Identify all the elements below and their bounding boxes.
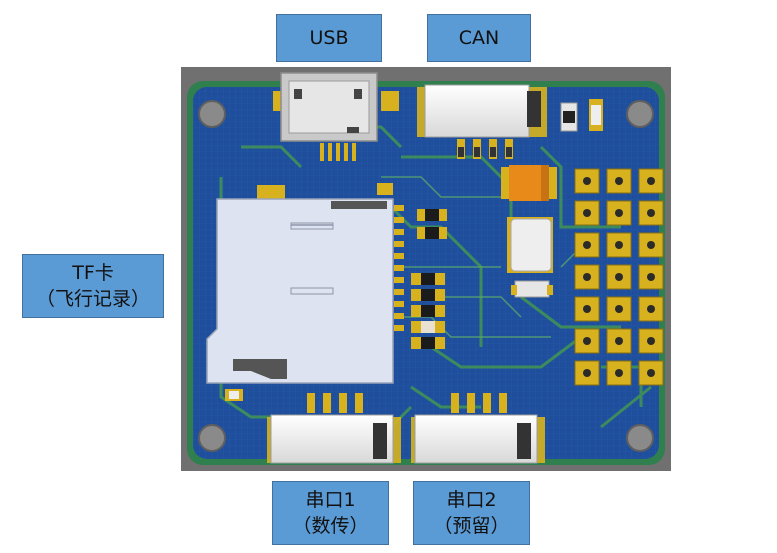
- tf-card-label-line2: （飞行记录）: [36, 286, 150, 312]
- uart1-label-line2: （数传）: [292, 513, 368, 539]
- tf-card-label: TF卡 （飞行记录）: [22, 254, 164, 318]
- usb-label-text: USB: [309, 25, 348, 51]
- uart1-label: 串口1 （数传）: [272, 481, 389, 545]
- uart1-label-line1: 串口1: [305, 487, 355, 513]
- header-pins: [575, 169, 663, 385]
- tf-card-label-line1: TF卡: [72, 260, 114, 286]
- pcb-board: [181, 67, 671, 471]
- crystal-module: [507, 217, 553, 297]
- tantalum-capacitor: [501, 165, 557, 201]
- usb-label: USB: [276, 14, 382, 62]
- uart2-label-line2: （预留）: [433, 513, 509, 539]
- uart2-label: 串口2 （预留）: [413, 481, 530, 545]
- can-label: CAN: [427, 14, 531, 62]
- uart2-label-line1: 串口2: [446, 487, 496, 513]
- tf-card-slot: [207, 183, 404, 383]
- can-label-text: CAN: [459, 25, 499, 51]
